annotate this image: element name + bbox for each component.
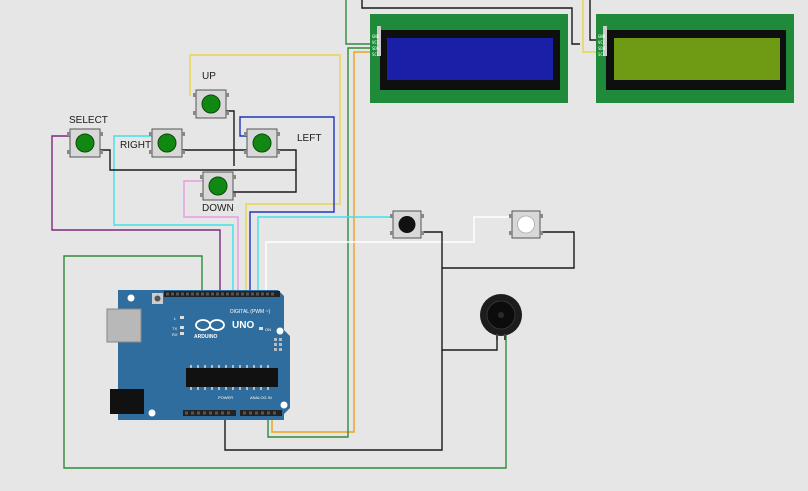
wire-green-buzzer[interactable] xyxy=(63,255,507,469)
lcd-left[interactable]: GND VCC SDA SCL xyxy=(370,14,568,103)
wire-pink-down[interactable] xyxy=(183,180,239,292)
label-left: LEFT xyxy=(297,133,321,144)
label-down: DOWN xyxy=(202,203,234,214)
wire-white-push[interactable] xyxy=(265,216,512,292)
arduino-brand-text: ARDUINO xyxy=(194,334,217,340)
wires xyxy=(51,0,600,469)
wire-black-bus2[interactable] xyxy=(182,149,235,166)
usb-port-icon xyxy=(106,308,142,343)
lcd-pin-vcc: VCC xyxy=(372,40,380,45)
wire-black-pushgnd[interactable] xyxy=(422,231,575,269)
wire-black-gnd-main[interactable] xyxy=(441,268,498,351)
wire-lcd1-gnd[interactable] xyxy=(345,0,374,45)
piezo-buzzer[interactable] xyxy=(480,294,522,340)
power-jack-icon xyxy=(110,389,144,414)
lcd-right[interactable]: GND VCC SDA SCL xyxy=(596,14,794,103)
button-down[interactable] xyxy=(200,171,236,201)
label-select: SELECT xyxy=(69,115,108,126)
pushbutton-black[interactable] xyxy=(390,210,424,239)
digital-header-label: DIGITAL (PWM ~) xyxy=(230,309,270,315)
mount-hole-icon xyxy=(127,294,135,302)
lcd-pin-sda: SDA xyxy=(372,46,380,51)
lcd2-pin-scl: SCL xyxy=(598,52,606,57)
button-left[interactable] xyxy=(244,128,280,158)
wire-purple-select[interactable] xyxy=(51,135,221,292)
wire-blue-left[interactable] xyxy=(239,116,335,292)
arduino-uno[interactable]: DIGITAL (PWM ~) UNO ARDUINO L TX RX ON xyxy=(106,290,290,420)
wire-orange-sda[interactable] xyxy=(271,51,374,433)
lcd2-pin-vcc: VCC xyxy=(598,40,606,45)
button-up[interactable] xyxy=(193,89,229,119)
label-right: RIGHT xyxy=(120,140,151,151)
button-select[interactable] xyxy=(67,128,103,158)
wire-black-bus3[interactable] xyxy=(226,110,249,151)
arduino-logo-icon xyxy=(195,319,225,331)
rx-label: RX xyxy=(172,332,178,337)
wire-green-gnd[interactable] xyxy=(267,47,374,438)
lcd2-pin-sda: SDA xyxy=(598,46,606,51)
pushbutton-white[interactable] xyxy=(509,210,543,239)
power-header-label: POWER xyxy=(218,395,233,400)
atmega-chip-icon xyxy=(186,368,278,387)
wire-black-bus4[interactable] xyxy=(276,149,297,170)
wire-black-gnd-bottom[interactable] xyxy=(224,350,443,451)
uno-logo-text: UNO xyxy=(232,320,254,331)
wire-cyan-push[interactable] xyxy=(257,216,392,292)
label-up: UP xyxy=(202,71,216,82)
wire-black-bus1[interactable] xyxy=(100,149,297,193)
wire-cyan-right[interactable] xyxy=(113,135,234,292)
l-led-label: L xyxy=(174,316,177,321)
lcd2-pin-gnd: GND xyxy=(598,34,606,39)
lcd-pin-scl: SCL xyxy=(372,52,380,57)
wire-lcd1-sda-black[interactable] xyxy=(361,0,580,45)
wire-lcd2-vcc[interactable] xyxy=(582,0,600,53)
lcd-pin-gnd: GND xyxy=(372,34,380,39)
wire-yellow-vcc[interactable] xyxy=(189,54,341,292)
tx-label: TX xyxy=(172,326,177,331)
analog-header-label: ANALOG IN xyxy=(250,395,272,400)
on-led-label: ON xyxy=(265,327,271,332)
button-right[interactable] xyxy=(149,128,185,158)
wire-lcd2-black[interactable] xyxy=(589,0,600,41)
